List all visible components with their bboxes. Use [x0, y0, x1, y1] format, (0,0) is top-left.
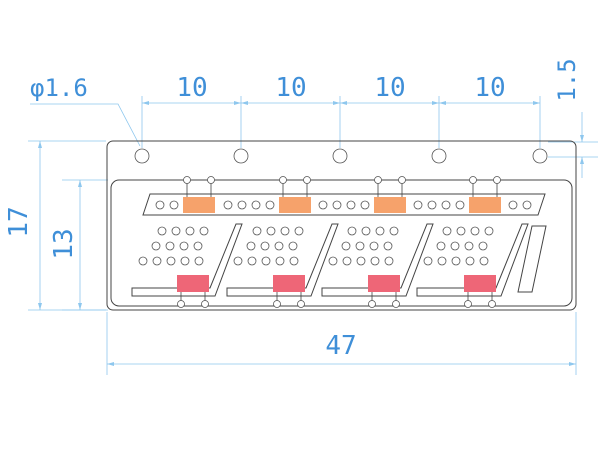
top-pads	[183, 176, 501, 213]
pitch-1-label: 10	[176, 73, 207, 103]
hole-diameter-label: φ1.6	[30, 74, 88, 102]
part-outline	[106, 140, 577, 311]
edge-offset-label: 1.5	[553, 58, 581, 101]
pitch-3-label: 10	[374, 73, 405, 103]
pitch-2-label: 10	[275, 73, 306, 103]
bottom-pads	[177, 275, 496, 308]
overall-width-label: 47	[325, 331, 356, 361]
dimension-lines	[28, 96, 598, 375]
mounting-holes	[134, 148, 548, 164]
hole-matrix	[138, 226, 494, 266]
pitch-4-label: 10	[474, 73, 505, 103]
overall-height-label: 17	[4, 206, 34, 237]
inner-height-label: 13	[49, 228, 79, 259]
top-hole-strip	[142, 193, 546, 216]
